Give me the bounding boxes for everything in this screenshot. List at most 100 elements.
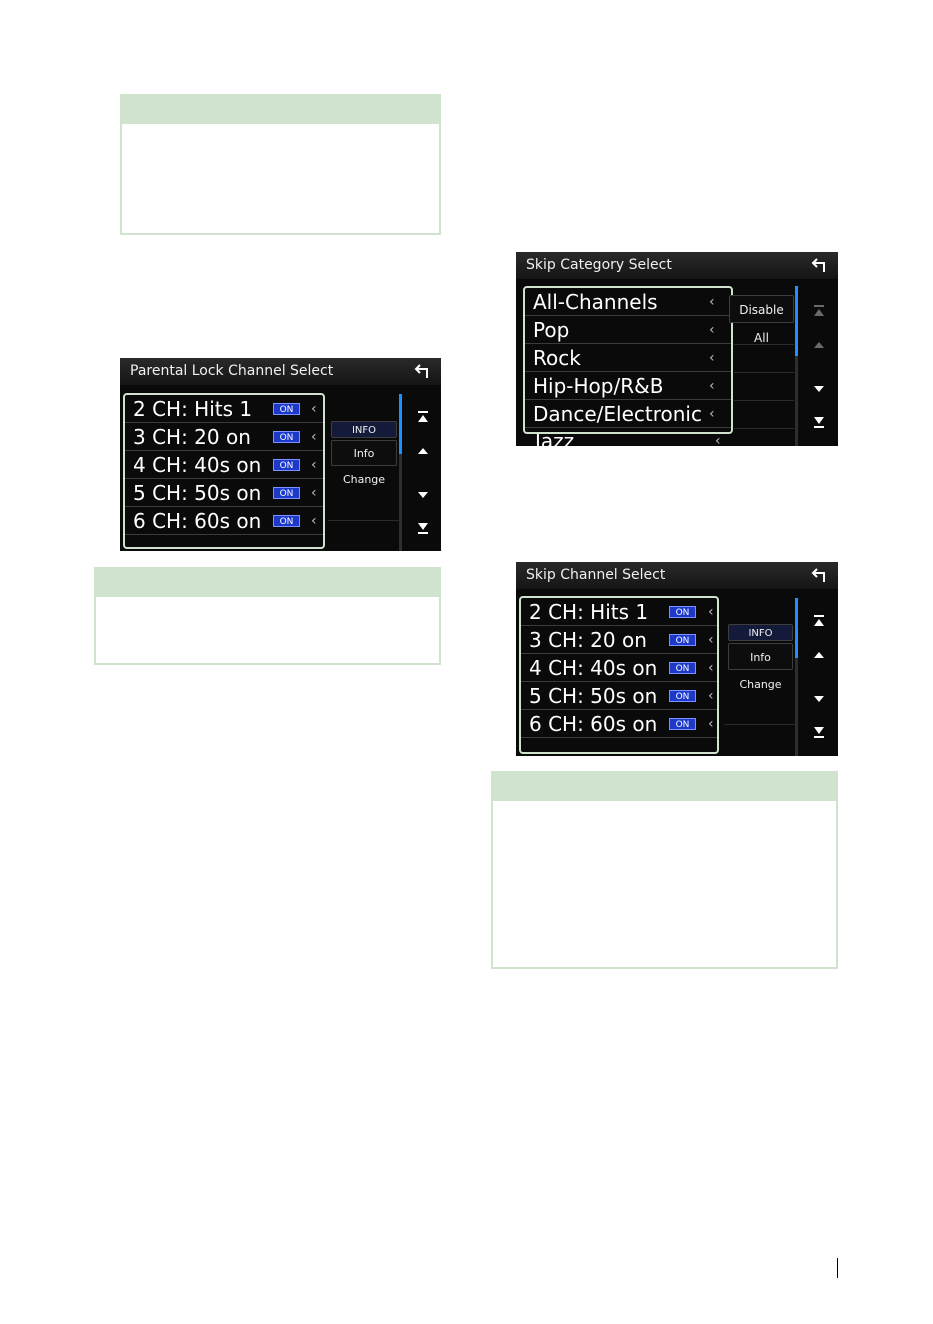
scrollbar[interactable]	[795, 286, 798, 446]
info-change-button[interactable]: Info Change	[331, 440, 397, 486]
chevron-left-icon: ‹	[311, 429, 317, 445]
chevron-left-icon: ‹	[709, 406, 715, 422]
scroll-down-icon[interactable]	[811, 691, 827, 707]
category-name: Hip-Hop/R&B	[533, 374, 664, 398]
channel-name: 6 CH: 60s on	[529, 712, 658, 736]
on-badge: ON	[669, 690, 696, 702]
scrollbar[interactable]	[795, 598, 798, 756]
channel-row[interactable]: 4 CH: 40s on ON ‹	[521, 655, 717, 682]
category-row[interactable]: Dance/Electronic ‹	[525, 401, 731, 428]
channel-name: 2 CH: Hits 1	[133, 397, 253, 421]
channel-name: 6 CH: 60s on	[133, 509, 262, 533]
channel-name: 4 CH: 40s on	[529, 656, 658, 680]
scroll-to-bottom-icon[interactable]	[811, 724, 827, 740]
scroll-up-icon[interactable]	[415, 443, 431, 459]
list-divider	[734, 401, 794, 429]
list-divider	[734, 373, 794, 401]
list-divider	[734, 317, 794, 345]
chevron-left-icon: ‹	[708, 688, 714, 704]
category-row[interactable]: All-Channels ‹	[525, 289, 731, 316]
scroll-down-icon[interactable]	[415, 487, 431, 503]
back-arrow-icon[interactable]	[412, 361, 432, 381]
chevron-left-icon: ‹	[709, 294, 715, 310]
channel-name: 3 CH: 20 on	[529, 628, 647, 652]
page-marker-line	[837, 1258, 838, 1278]
disable-all-button[interactable]: Disable All	[729, 295, 794, 345]
category-name: All-Channels	[533, 290, 658, 314]
channel-row[interactable]: 3 CH: 20 on ON ‹	[125, 424, 323, 451]
chevron-left-icon: ‹	[311, 457, 317, 473]
category-list: All-Channels ‹ Pop ‹ Rock ‹ Hip-Hop/R&B …	[523, 286, 733, 434]
channel-list: 2 CH: Hits 1 ON ‹ 3 CH: 20 on ON ‹ 4 CH:…	[123, 393, 325, 549]
info-change-button[interactable]: Info Change	[728, 643, 793, 691]
chevron-left-icon: ‹	[708, 716, 714, 732]
note-box	[491, 771, 838, 969]
chevron-left-icon: ‹	[709, 322, 715, 338]
screen-title: Skip Category Select	[516, 252, 838, 279]
scrollbar-thumb[interactable]	[795, 598, 798, 658]
on-badge: ON	[273, 459, 300, 471]
channel-name: 2 CH: Hits 1	[529, 600, 649, 624]
channel-row[interactable]: 6 CH: 60s on ON ‹	[125, 508, 323, 535]
on-badge: ON	[669, 662, 696, 674]
category-row[interactable]: Rock ‹	[525, 345, 731, 372]
scroll-to-top-icon[interactable]	[811, 303, 827, 319]
chevron-left-icon: ‹	[311, 485, 317, 501]
channel-row[interactable]: 4 CH: 40s on ON ‹	[125, 452, 323, 479]
scrollbar-thumb[interactable]	[399, 394, 402, 454]
chevron-left-icon: ‹	[708, 660, 714, 676]
channel-row[interactable]: 5 CH: 50s on ON ‹	[125, 480, 323, 507]
list-divider	[724, 697, 796, 725]
channel-row[interactable]: 2 CH: Hits 1 ON ‹	[125, 396, 323, 423]
back-arrow-icon[interactable]	[809, 565, 829, 585]
scrollbar[interactable]	[399, 394, 402, 551]
screen-title: Parental Lock Channel Select	[120, 358, 441, 385]
scroll-up-icon[interactable]	[811, 647, 827, 663]
skip-channel-select-screen: Skip Channel Select 2 CH: Hits 1 ON ‹ 3 …	[516, 562, 838, 756]
note-box	[94, 567, 441, 665]
channel-row[interactable]: 6 CH: 60s on ON ‹	[521, 711, 717, 738]
channel-name: 3 CH: 20 on	[133, 425, 251, 449]
channel-name: 5 CH: 50s on	[133, 481, 262, 505]
chevron-left-icon: ‹	[715, 433, 721, 446]
scroll-to-top-icon[interactable]	[415, 409, 431, 425]
chevron-left-icon: ‹	[708, 604, 714, 620]
on-badge: ON	[273, 515, 300, 527]
chevron-left-icon: ‹	[709, 350, 715, 366]
category-name: Rock	[533, 346, 581, 370]
category-row[interactable]: Pop ‹	[525, 317, 731, 344]
channel-row[interactable]: 2 CH: Hits 1 ON ‹	[521, 599, 717, 626]
category-name: Pop	[533, 318, 570, 342]
scroll-up-icon[interactable]	[811, 337, 827, 353]
screen-title: Skip Channel Select	[516, 562, 838, 589]
on-badge: ON	[273, 431, 300, 443]
chevron-left-icon: ‹	[708, 632, 714, 648]
category-name: Dance/Electronic	[533, 402, 702, 426]
scroll-down-icon[interactable]	[811, 381, 827, 397]
scroll-to-bottom-icon[interactable]	[415, 520, 431, 536]
note-header	[96, 569, 439, 597]
on-badge: ON	[669, 606, 696, 618]
on-badge: ON	[669, 634, 696, 646]
info-label: INFO	[331, 421, 397, 438]
note-header	[122, 96, 439, 124]
parental-lock-channel-select-screen: Parental Lock Channel Select 2 CH: Hits …	[120, 358, 441, 551]
note-box	[120, 94, 441, 235]
list-divider	[328, 493, 400, 521]
back-arrow-icon[interactable]	[809, 255, 829, 275]
channel-row[interactable]: 3 CH: 20 on ON ‹	[521, 627, 717, 654]
category-row[interactable]: Hip-Hop/R&B ‹	[525, 373, 731, 400]
channel-name: 4 CH: 40s on	[133, 453, 262, 477]
scroll-to-bottom-icon[interactable]	[811, 414, 827, 430]
channel-list: 2 CH: Hits 1 ON ‹ 3 CH: 20 on ON ‹ 4 CH:…	[519, 596, 719, 754]
channel-name: 5 CH: 50s on	[529, 684, 658, 708]
note-header	[493, 773, 836, 801]
on-badge: ON	[669, 718, 696, 730]
list-divider	[734, 345, 794, 373]
scroll-to-top-icon[interactable]	[811, 613, 827, 629]
chevron-left-icon: ‹	[311, 513, 317, 529]
on-badge: ON	[273, 403, 300, 415]
channel-row[interactable]: 5 CH: 50s on ON ‹	[521, 683, 717, 710]
scrollbar-thumb[interactable]	[795, 286, 798, 356]
chevron-left-icon: ‹	[311, 401, 317, 417]
